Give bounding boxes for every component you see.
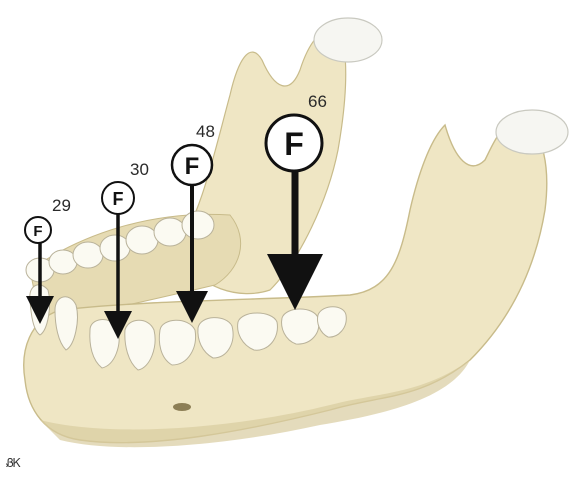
force-circle-30: F [102, 182, 134, 214]
force-circle-29: F [25, 217, 51, 243]
svg-text:F: F [33, 223, 42, 240]
right-condyle [496, 110, 568, 154]
force-value-48: 48 [196, 122, 215, 141]
force-value-66: 66 [308, 92, 327, 111]
svg-text:F: F [284, 126, 304, 162]
svg-text:F: F [113, 189, 124, 209]
artist-signature: ᏰᏦ [6, 456, 20, 471]
force-value-29: 29 [52, 196, 71, 215]
mental-foramen [173, 403, 191, 411]
force-circle-66: F [266, 115, 322, 171]
force-value-30: 30 [130, 160, 149, 179]
svg-text:F: F [185, 153, 200, 180]
left-condyle [314, 18, 382, 62]
force-circle-48: F [172, 145, 212, 185]
